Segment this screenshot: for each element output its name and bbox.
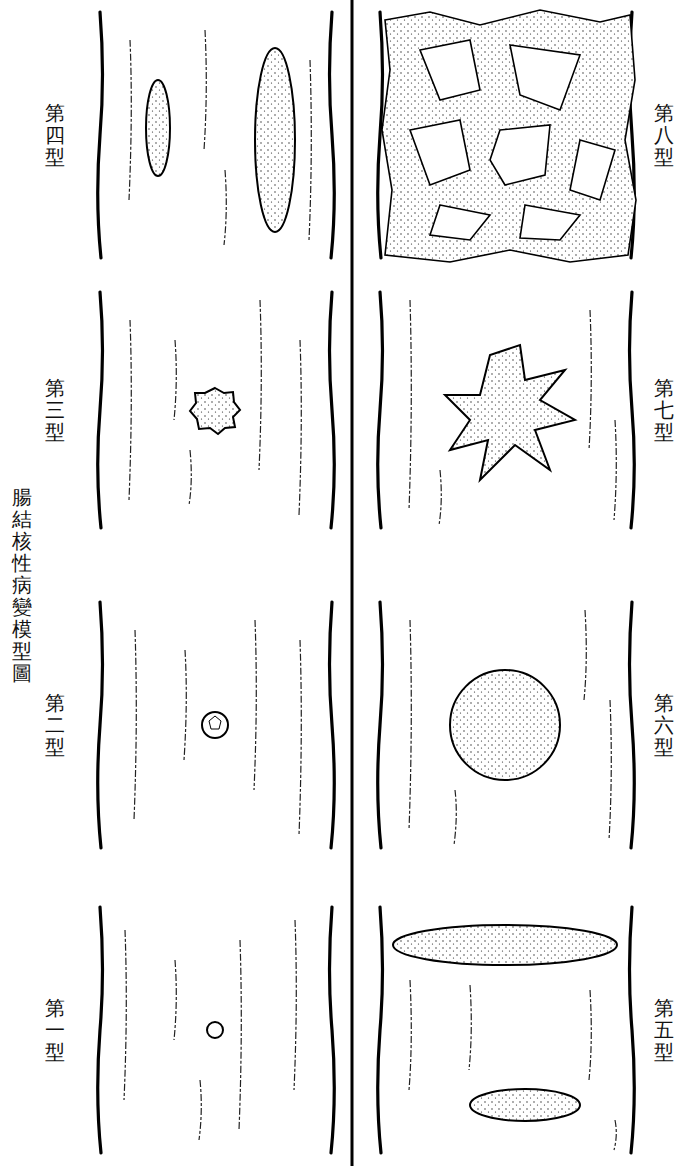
type-label: 第六型 bbox=[654, 692, 674, 758]
divider-line bbox=[351, 0, 354, 1166]
diagram-title: 腸結核性病變模型圖 bbox=[12, 486, 32, 684]
type-label: 第五型 bbox=[654, 997, 674, 1063]
type-label: 第八型 bbox=[654, 102, 674, 168]
type-label: 第三型 bbox=[45, 377, 65, 443]
type-label: 第七型 bbox=[654, 377, 674, 443]
type-label: 第四型 bbox=[45, 102, 65, 168]
type-label: 第二型 bbox=[45, 692, 65, 758]
type-label: 第一型 bbox=[45, 997, 65, 1063]
ulcer-shape bbox=[146, 10, 636, 1121]
